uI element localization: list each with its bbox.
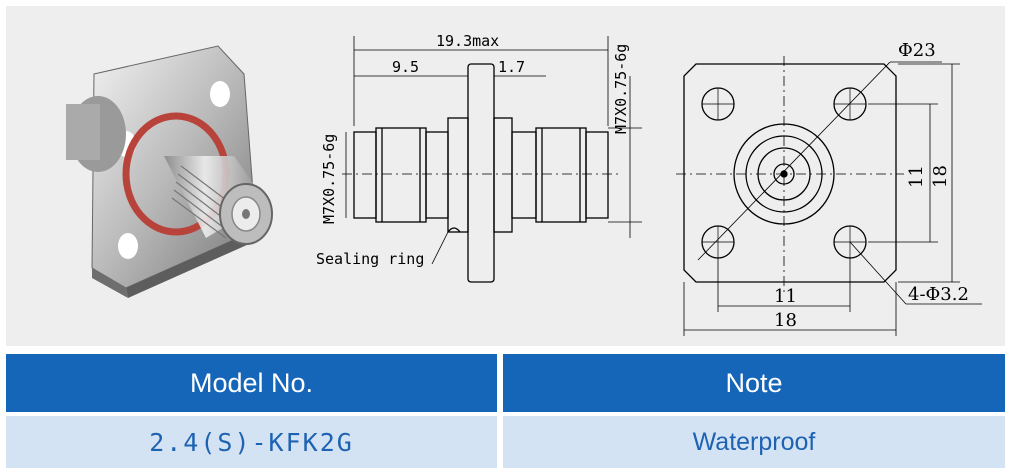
front-view [676,56,982,336]
dim-vertical-outer: 18 [930,165,951,188]
cell-model-no: 2.4(S)-KFK2G [6,416,497,468]
dim-left-length: 9.5 [392,58,419,76]
dim-vertical-inner: 11 [906,165,927,188]
header-model-no: Model No. [6,354,497,412]
cell-note: Waterproof [503,416,1005,468]
thread-spec-left: M7X0.75-6g [320,134,338,224]
drawing-svg: 19.3max 9.5 1.7 M7X0.75-6g M7X0.75-6g Se… [66,32,982,336]
thread-spec-right: M7X0.75-6g [612,44,630,134]
side-view [342,36,642,283]
spec-table: Model No. Note 2.4(S)-KFK2G Waterproof [6,354,1005,470]
dim-overall-length: 19.3max [436,32,499,50]
dim-mounting-holes: 4-Φ3.2 [908,284,969,305]
header-note: Note [503,354,1005,412]
connector-render [66,45,273,298]
dim-flange-thickness: 1.7 [498,58,525,76]
sealing-ring-label: Sealing ring [316,250,424,268]
dim-horizontal-outer: 18 [774,310,797,331]
dim-horizontal-inner: 11 [774,286,797,307]
product-figure: 19.3max 9.5 1.7 M7X0.75-6g M7X0.75-6g Se… [6,6,1005,346]
dim-bolt-circle: Φ23 [898,40,936,61]
